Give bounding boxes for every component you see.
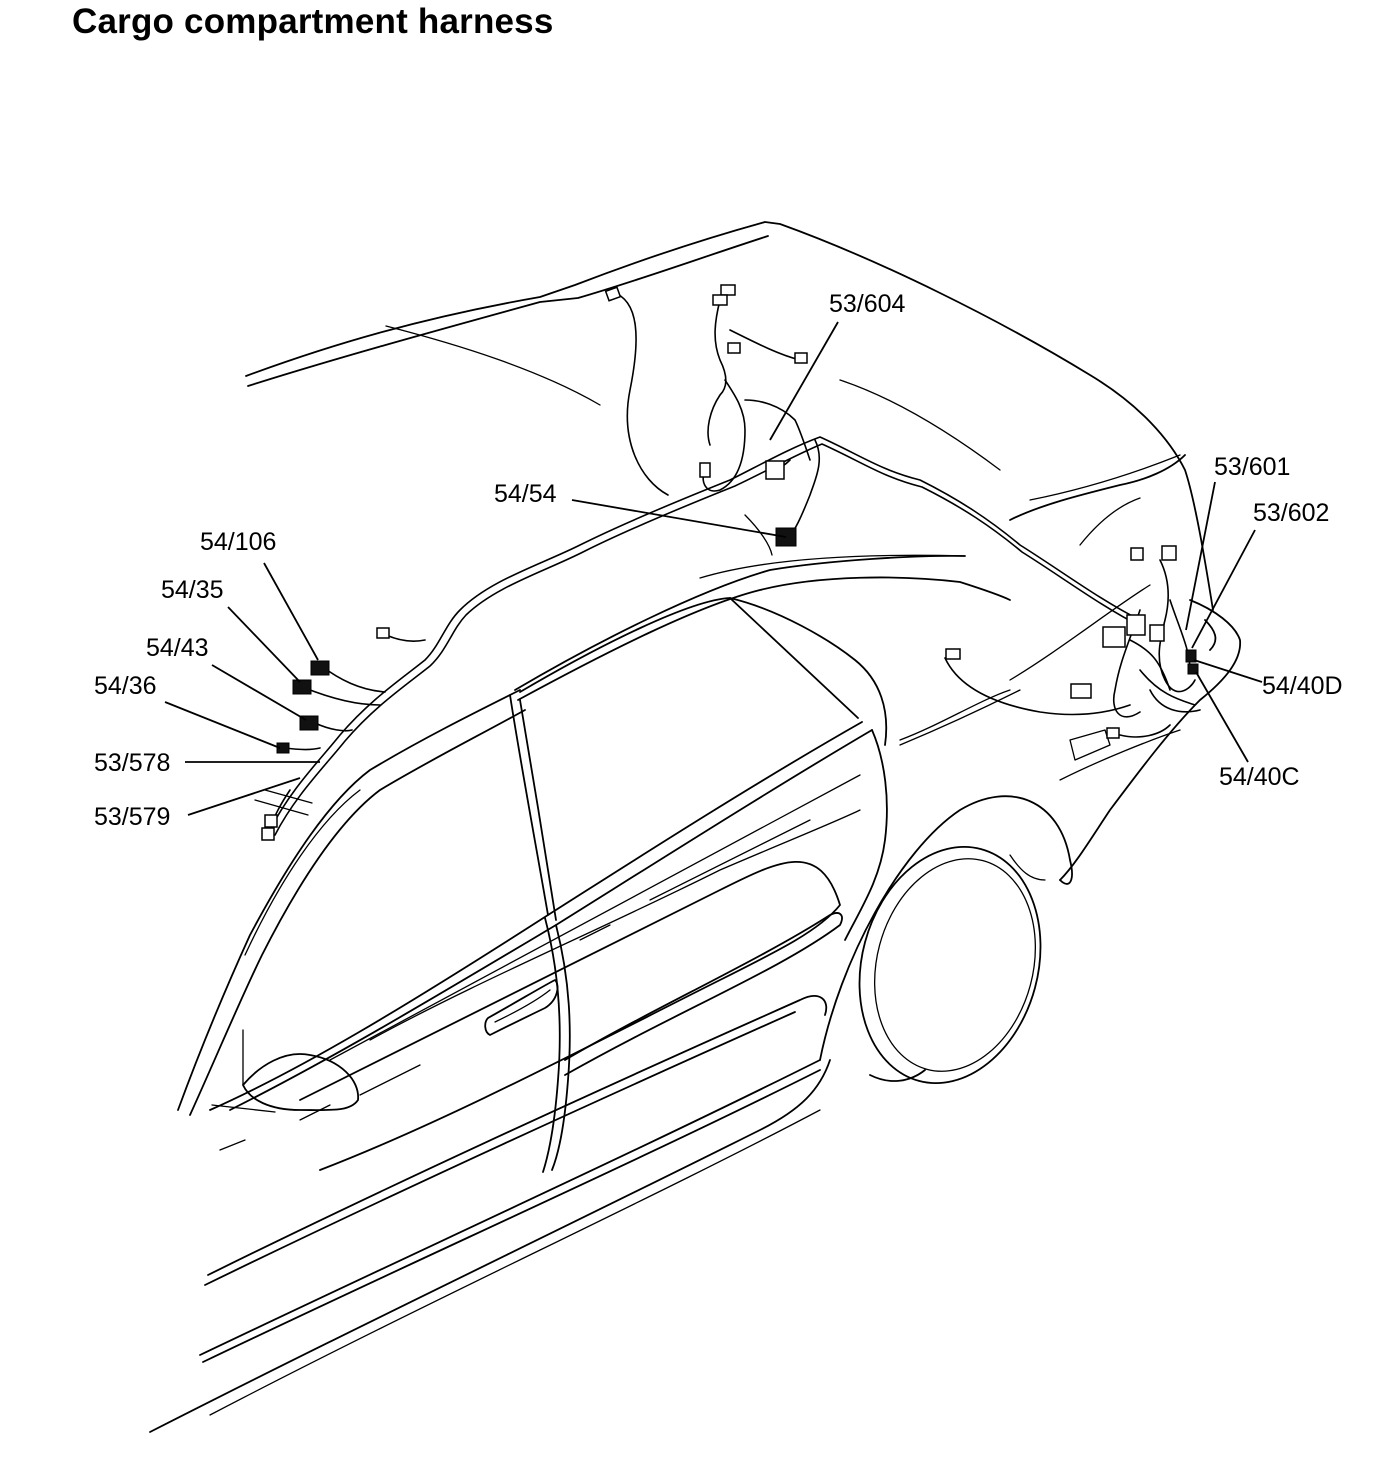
label-53-601: 53/601 [1214, 453, 1290, 481]
harness-wires [269, 291, 1201, 836]
label-54-36: 54/36 [94, 672, 157, 700]
callout-labels: 53/604 54/54 54/106 54/35 54/43 54/36 53… [94, 290, 1343, 831]
leader-lines [164, 321, 1263, 816]
car-body-outline [149, 221, 1241, 1433]
diagram-title: Cargo compartment harness [72, 2, 554, 41]
label-54-35: 54/35 [161, 576, 224, 604]
label-53-578: 53/578 [94, 749, 170, 777]
label-53-579: 53/579 [94, 803, 170, 831]
connectors [261, 284, 1199, 841]
label-54-40D: 54/40D [1262, 672, 1343, 700]
label-53-602: 53/602 [1253, 499, 1329, 527]
label-54-106: 54/106 [200, 528, 276, 556]
label-54-40C: 54/40C [1219, 763, 1300, 791]
label-54-43: 54/43 [146, 634, 209, 662]
label-53-604: 53/604 [829, 290, 906, 318]
label-54-54: 54/54 [494, 480, 557, 508]
